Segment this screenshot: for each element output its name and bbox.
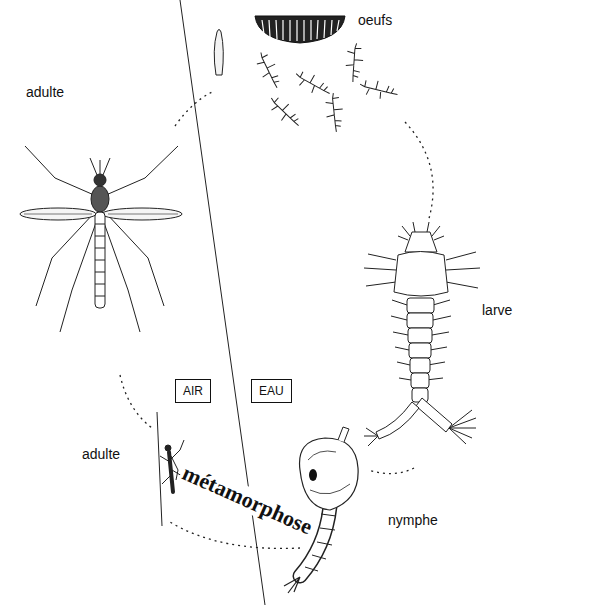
egg-stripes bbox=[262, 20, 339, 41]
mosquito-legs bbox=[25, 146, 178, 332]
pupa-trumpet bbox=[338, 427, 349, 442]
larva-brush bbox=[449, 410, 476, 444]
larva-segment bbox=[410, 358, 430, 373]
stage-label: adulte bbox=[24, 84, 66, 100]
larva-anal-segment bbox=[376, 402, 419, 439]
young-larva bbox=[294, 64, 330, 104]
stage-label: adulte bbox=[80, 446, 122, 462]
medium-box: AIR bbox=[175, 379, 211, 403]
larva-anal-brush bbox=[364, 428, 378, 446]
medium-box: EAU bbox=[251, 379, 292, 403]
pupa-folds bbox=[308, 451, 350, 494]
larva-drawing bbox=[364, 222, 480, 446]
mosquito-thorax bbox=[91, 186, 109, 212]
larva-segment bbox=[408, 328, 432, 343]
cycle-arc bbox=[120, 92, 433, 548]
pupa-cephalothorax bbox=[300, 438, 359, 510]
larva-head bbox=[405, 232, 437, 252]
young-larva bbox=[316, 92, 354, 132]
young-larva bbox=[269, 94, 299, 130]
mosquito-antennae bbox=[90, 158, 110, 175]
young-larvae bbox=[253, 42, 398, 132]
egg-raft-body bbox=[255, 16, 345, 43]
larva-segment bbox=[411, 373, 429, 388]
larva-siphon bbox=[416, 398, 452, 432]
single-egg bbox=[214, 30, 223, 76]
abdomen-segments bbox=[95, 224, 105, 296]
mosquito-abdomen bbox=[95, 212, 105, 308]
young-larva bbox=[253, 52, 283, 88]
adult-mosquito bbox=[20, 146, 182, 332]
larva-segment bbox=[407, 313, 433, 328]
box-text: EAU bbox=[259, 384, 284, 398]
box-text: AIR bbox=[183, 384, 203, 398]
mosquito-head bbox=[94, 174, 106, 186]
water-surface bbox=[157, 412, 162, 526]
process-label: métamorphose bbox=[177, 459, 318, 540]
larva-thorax bbox=[394, 252, 448, 297]
emerging-head bbox=[165, 445, 171, 451]
stage-label: oeufs bbox=[356, 12, 394, 28]
larva-segment bbox=[409, 343, 431, 358]
pupa-paddles bbox=[284, 577, 300, 593]
stage-label: nymphe bbox=[386, 512, 440, 528]
pupa-eye bbox=[309, 469, 317, 481]
young-larva bbox=[359, 69, 399, 110]
egg-raft bbox=[255, 16, 345, 43]
larva-segment bbox=[407, 298, 434, 313]
stage-label: larve bbox=[480, 302, 514, 318]
young-larva bbox=[335, 42, 375, 83]
